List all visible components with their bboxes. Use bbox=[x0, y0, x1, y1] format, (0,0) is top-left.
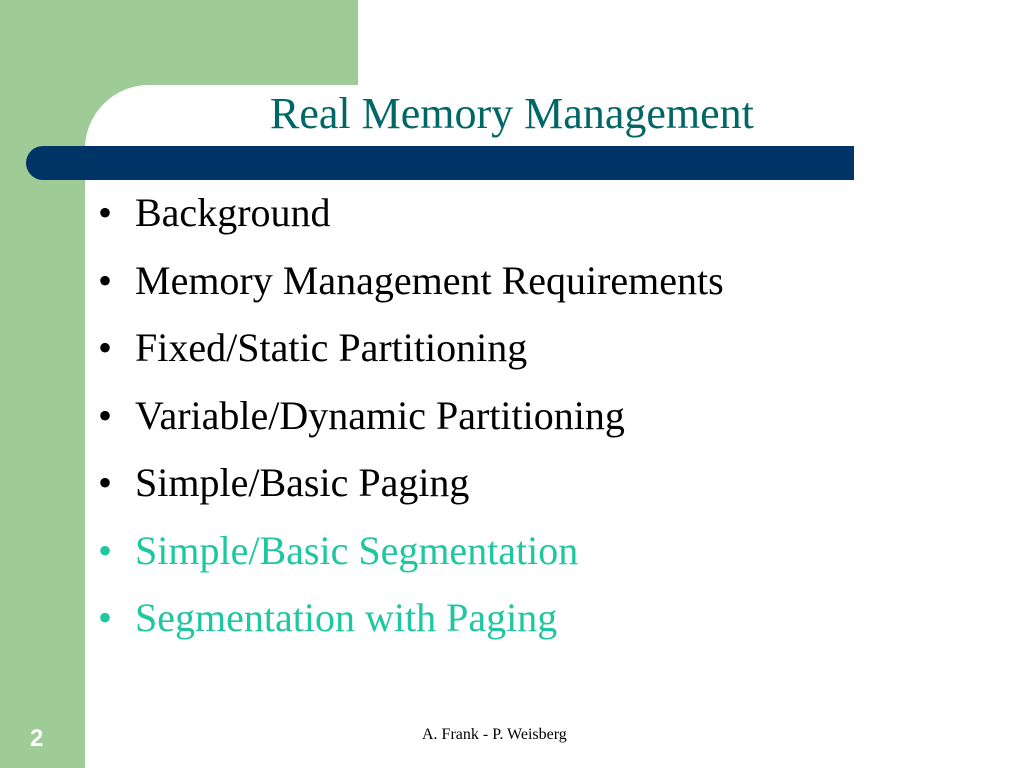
bullet-text: Background bbox=[135, 190, 331, 235]
bullet-icon: • bbox=[98, 527, 113, 573]
title-bar-decoration bbox=[26, 146, 854, 180]
bullet-text: Memory Management Requirements bbox=[135, 257, 724, 303]
slide-number: 2 bbox=[30, 725, 44, 752]
bullet-text: Variable/Dynamic Partitioning bbox=[135, 392, 625, 438]
bullet-item: • Simple/Basic Segmentation bbox=[98, 522, 724, 590]
bullet-item: • Segmentation with Paging bbox=[98, 589, 724, 657]
bullet-icon: • bbox=[98, 190, 113, 235]
bullet-item: • Memory Management Requirements bbox=[98, 252, 724, 320]
slide-title: Real Memory Management bbox=[270, 89, 754, 138]
bullet-item: • Simple/Basic Paging bbox=[98, 454, 724, 522]
bullet-icon: • bbox=[98, 257, 113, 303]
bullet-icon: • bbox=[98, 325, 113, 370]
bullet-text: Fixed/Static Partitioning bbox=[135, 325, 528, 370]
bullet-icon: • bbox=[98, 595, 113, 640]
bullet-text: Simple/Basic Segmentation bbox=[135, 527, 579, 573]
bullet-list: • Background • Memory Management Require… bbox=[98, 184, 724, 657]
bullet-text: Simple/Basic Paging bbox=[135, 460, 470, 505]
bullet-icon: • bbox=[98, 460, 113, 505]
bullet-icon: • bbox=[98, 392, 113, 438]
content-panel bbox=[85, 85, 1024, 768]
footer-author: A. Frank - P. Weisberg bbox=[422, 726, 567, 743]
bullet-item: • Variable/Dynamic Partitioning bbox=[98, 387, 724, 455]
bullet-text: Segmentation with Paging bbox=[135, 595, 558, 640]
bullet-item: • Background bbox=[98, 184, 724, 252]
bullet-item: • Fixed/Static Partitioning bbox=[98, 319, 724, 387]
